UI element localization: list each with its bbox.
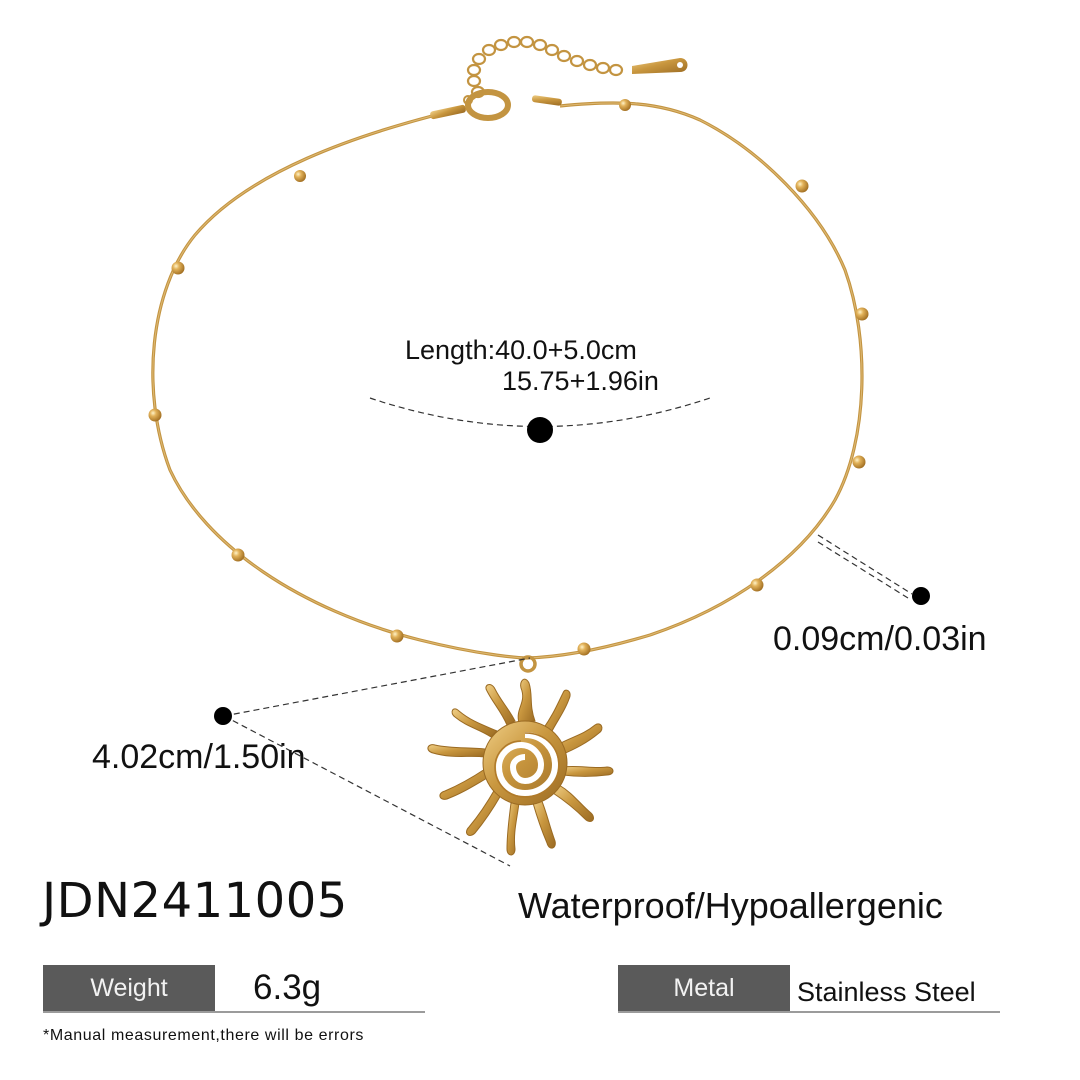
chain bbox=[151, 101, 864, 660]
pendant-size-label: 4.02cm/1.50in bbox=[92, 738, 306, 776]
spec-weight: Weight 6.3g bbox=[43, 965, 425, 1013]
extender-tag bbox=[632, 58, 688, 74]
length-cm-label: Length:40.0+5.0cm bbox=[405, 335, 637, 365]
measurement-disclaimer: *Manual measurement,there will be errors bbox=[43, 1027, 365, 1044]
thickness-marker bbox=[817, 534, 930, 605]
spec-weight-value: 6.3g bbox=[253, 968, 322, 1007]
spec-weight-label: Weight bbox=[43, 965, 215, 1011]
chain-thickness-label: 0.09cm/0.03in bbox=[773, 620, 987, 658]
spec-metal-value: Stainless Steel bbox=[797, 977, 976, 1007]
pendant-size-marker bbox=[214, 657, 531, 867]
spec-metal: Metal Stainless Steel bbox=[618, 965, 1000, 1013]
chain-beads bbox=[148, 99, 869, 656]
product-feature: Waterproof/Hypoallergenic bbox=[518, 885, 943, 926]
length-in-label: 15.75+1.96in bbox=[502, 366, 659, 396]
sun-pendant bbox=[427, 655, 614, 856]
clasp bbox=[430, 89, 562, 121]
extender-chain bbox=[466, 35, 624, 99]
product-sku: JDN2411005 bbox=[42, 873, 348, 929]
length-marker bbox=[369, 397, 711, 443]
spec-metal-label: Metal bbox=[618, 965, 790, 1011]
